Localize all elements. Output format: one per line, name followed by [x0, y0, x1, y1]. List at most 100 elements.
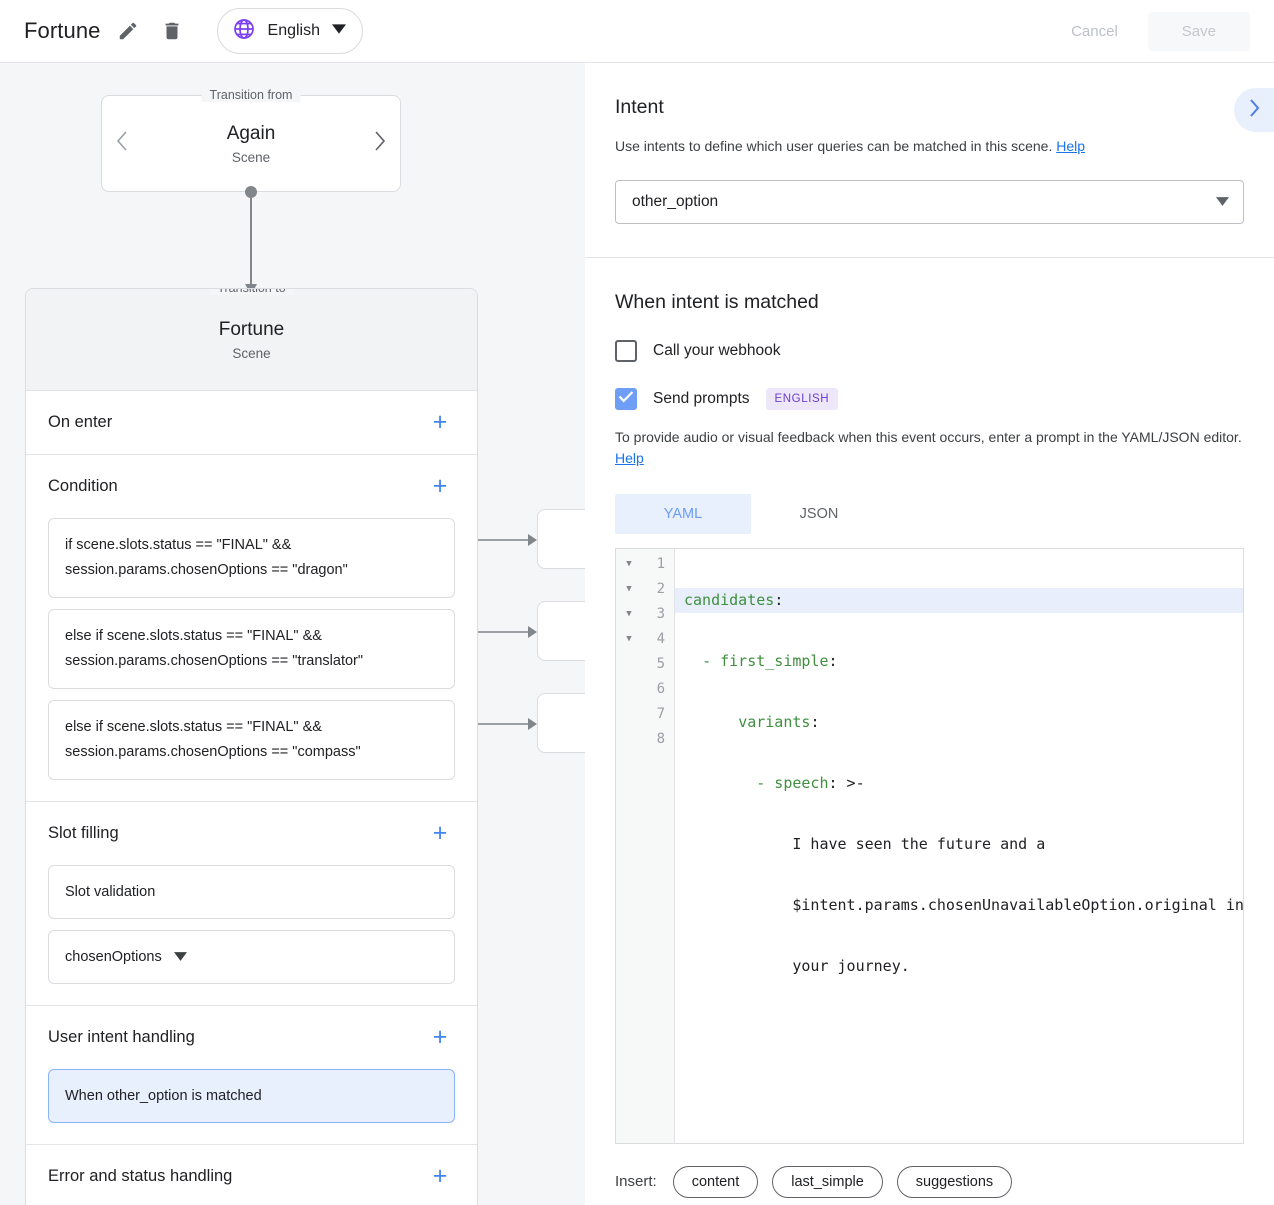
condition-target-card[interactable] [537, 693, 585, 753]
yaml-punct: : [828, 651, 838, 670]
expand-panel-button[interactable] [1234, 88, 1274, 132]
yaml-key: candidates [684, 590, 775, 609]
gutter-row: ▼2 [616, 577, 674, 602]
plus-icon: + [432, 408, 448, 436]
code-line: - speech: >- [675, 771, 1243, 796]
tab-yaml[interactable]: YAML [615, 493, 751, 534]
tab-json[interactable]: JSON [799, 505, 839, 522]
check-icon [618, 390, 634, 408]
send-prompts-row[interactable]: Send prompts ENGLISH [615, 388, 1244, 411]
page-title: Fortune [24, 18, 101, 43]
user-intent-handling-header: User intent handling + [48, 1006, 455, 1069]
condition-list: if scene.slots.status == "FINAL" && sess… [48, 518, 455, 801]
condition-link-line [458, 723, 530, 725]
section-divider [585, 257, 1274, 259]
intent-select[interactable]: other_option [615, 180, 1244, 225]
chevron-right-icon [373, 130, 387, 157]
send-prompts-label: Send prompts [653, 390, 750, 408]
condition-target-card[interactable] [537, 509, 585, 569]
plus-icon: + [432, 818, 448, 847]
fold-toggle-icon[interactable]: ▼ [626, 584, 632, 595]
slot-item-label: chosenOptions [65, 948, 162, 965]
scene-card: Transition to Fortune Scene On enter + C… [25, 288, 478, 1205]
condition-target-card[interactable] [537, 601, 585, 661]
slot-validation-label: Slot validation [65, 883, 156, 900]
add-user-intent-button[interactable]: + [425, 1022, 455, 1052]
condition-link-line [458, 539, 530, 541]
condition-item[interactable]: else if scene.slots.status == "FINAL" &&… [48, 608, 455, 689]
yaml-key: - speech [756, 773, 829, 792]
add-slot-button[interactable]: + [425, 818, 455, 848]
insert-chip-suggestions[interactable]: suggestions [896, 1165, 1013, 1198]
transition-from-name: Again [226, 122, 276, 144]
delete-button[interactable] [155, 14, 189, 48]
user-intent-list: When other_option is matched [48, 1068, 455, 1144]
condition-link-arrow [528, 718, 537, 730]
gutter-row: ▼4 [616, 627, 674, 652]
fold-toggle-icon[interactable]: ▼ [626, 559, 632, 570]
condition-line-1: if scene.slots.status == "FINAL" && [65, 537, 292, 553]
on-enter-title: On enter [48, 413, 113, 431]
condition-item[interactable]: if scene.slots.status == "FINAL" && sess… [48, 518, 455, 598]
line-number: 8 [656, 731, 665, 748]
section-slot-filling: Slot filling + Slot validation chosenOpt… [26, 802, 477, 1006]
send-prompts-description: To provide audio or visual feedback when… [615, 427, 1244, 468]
fold-toggle-icon[interactable]: ▼ [626, 609, 632, 620]
save-button[interactable]: Save [1147, 11, 1250, 51]
chevron-down-icon [332, 22, 347, 41]
language-selector[interactable]: English [216, 8, 364, 54]
edit-name-button[interactable] [111, 14, 145, 48]
yaml-key: variants [738, 712, 811, 731]
transition-to-legend: Transition to [209, 289, 294, 295]
insert-label: Insert: [615, 1173, 657, 1191]
plus-icon: + [432, 1022, 448, 1051]
yaml-editor[interactable]: ▼1 ▼2 ▼3 ▼4 5 6 7 8 candidates: - first_… [615, 547, 1244, 1144]
transition-from-legend: Transition from [201, 88, 301, 102]
insert-chip-content[interactable]: content [672, 1165, 759, 1198]
error-status-title: Error and status handling [48, 1166, 233, 1185]
cancel-button[interactable]: Cancel [1053, 13, 1136, 50]
condition-item[interactable]: else if scene.slots.status == "FINAL" &&… [48, 699, 455, 780]
scene-graph-panel: Transition from Again Scene Tra [0, 63, 585, 1205]
yaml-punct: : >- [828, 773, 865, 792]
chevron-down-icon [1216, 193, 1229, 211]
transition-from-prev-button[interactable] [102, 130, 142, 157]
slot-item-chosenoptions[interactable]: chosenOptions [48, 929, 455, 984]
send-prompts-checkbox[interactable] [615, 388, 637, 411]
slot-validation-item[interactable]: Slot validation [48, 864, 455, 919]
code-line [675, 1015, 1243, 1040]
section-condition: Condition + if scene.slots.status == "FI… [26, 455, 477, 802]
language-badge: ENGLISH [765, 388, 839, 411]
add-error-handler-button[interactable]: + [425, 1161, 455, 1191]
condition-line-2: session.params.chosenOptions == "transla… [65, 652, 364, 669]
editor-code-area[interactable]: candidates: - first_simple: variants: - … [675, 549, 1243, 1143]
scene-name: Fortune [218, 318, 285, 340]
user-intent-item-label: When other_option is matched [65, 1087, 262, 1104]
user-intent-item-selected[interactable]: When other_option is matched [48, 1068, 455, 1123]
error-status-header: Error and status handling + [48, 1145, 455, 1205]
line-number: 4 [656, 631, 665, 648]
condition-title: Condition [48, 477, 118, 495]
fold-toggle-icon[interactable]: ▼ [626, 634, 632, 645]
plus-icon: + [432, 1161, 448, 1190]
gutter-row: 6 [616, 677, 674, 702]
add-condition-button[interactable]: + [425, 472, 455, 502]
transition-from-next-button[interactable] [360, 130, 400, 157]
add-on-enter-button[interactable]: + [425, 408, 455, 438]
intent-help-link[interactable]: Help [1056, 138, 1086, 154]
line-number: 3 [656, 606, 665, 623]
line-number: 7 [656, 706, 665, 723]
scene-header: Fortune Scene [26, 289, 477, 391]
insert-chip-last-simple[interactable]: last_simple [772, 1165, 883, 1198]
webhook-row[interactable]: Call your webhook [615, 340, 1244, 363]
call-webhook-label: Call your webhook [653, 342, 781, 360]
condition-line-1: else if scene.slots.status == "FINAL" && [65, 627, 322, 644]
yaml-key: - first_simple [702, 651, 829, 670]
code-line: I have seen the future and a [684, 834, 1046, 853]
intent-section: Intent Use intents to define which user … [585, 63, 1274, 225]
call-webhook-checkbox[interactable] [615, 340, 637, 363]
condition-link-arrow [528, 534, 537, 546]
slot-filling-title: Slot filling [48, 823, 119, 842]
intent-description-text: Use intents to define which user queries… [615, 138, 1053, 154]
prompts-help-link[interactable]: Help [615, 449, 644, 466]
